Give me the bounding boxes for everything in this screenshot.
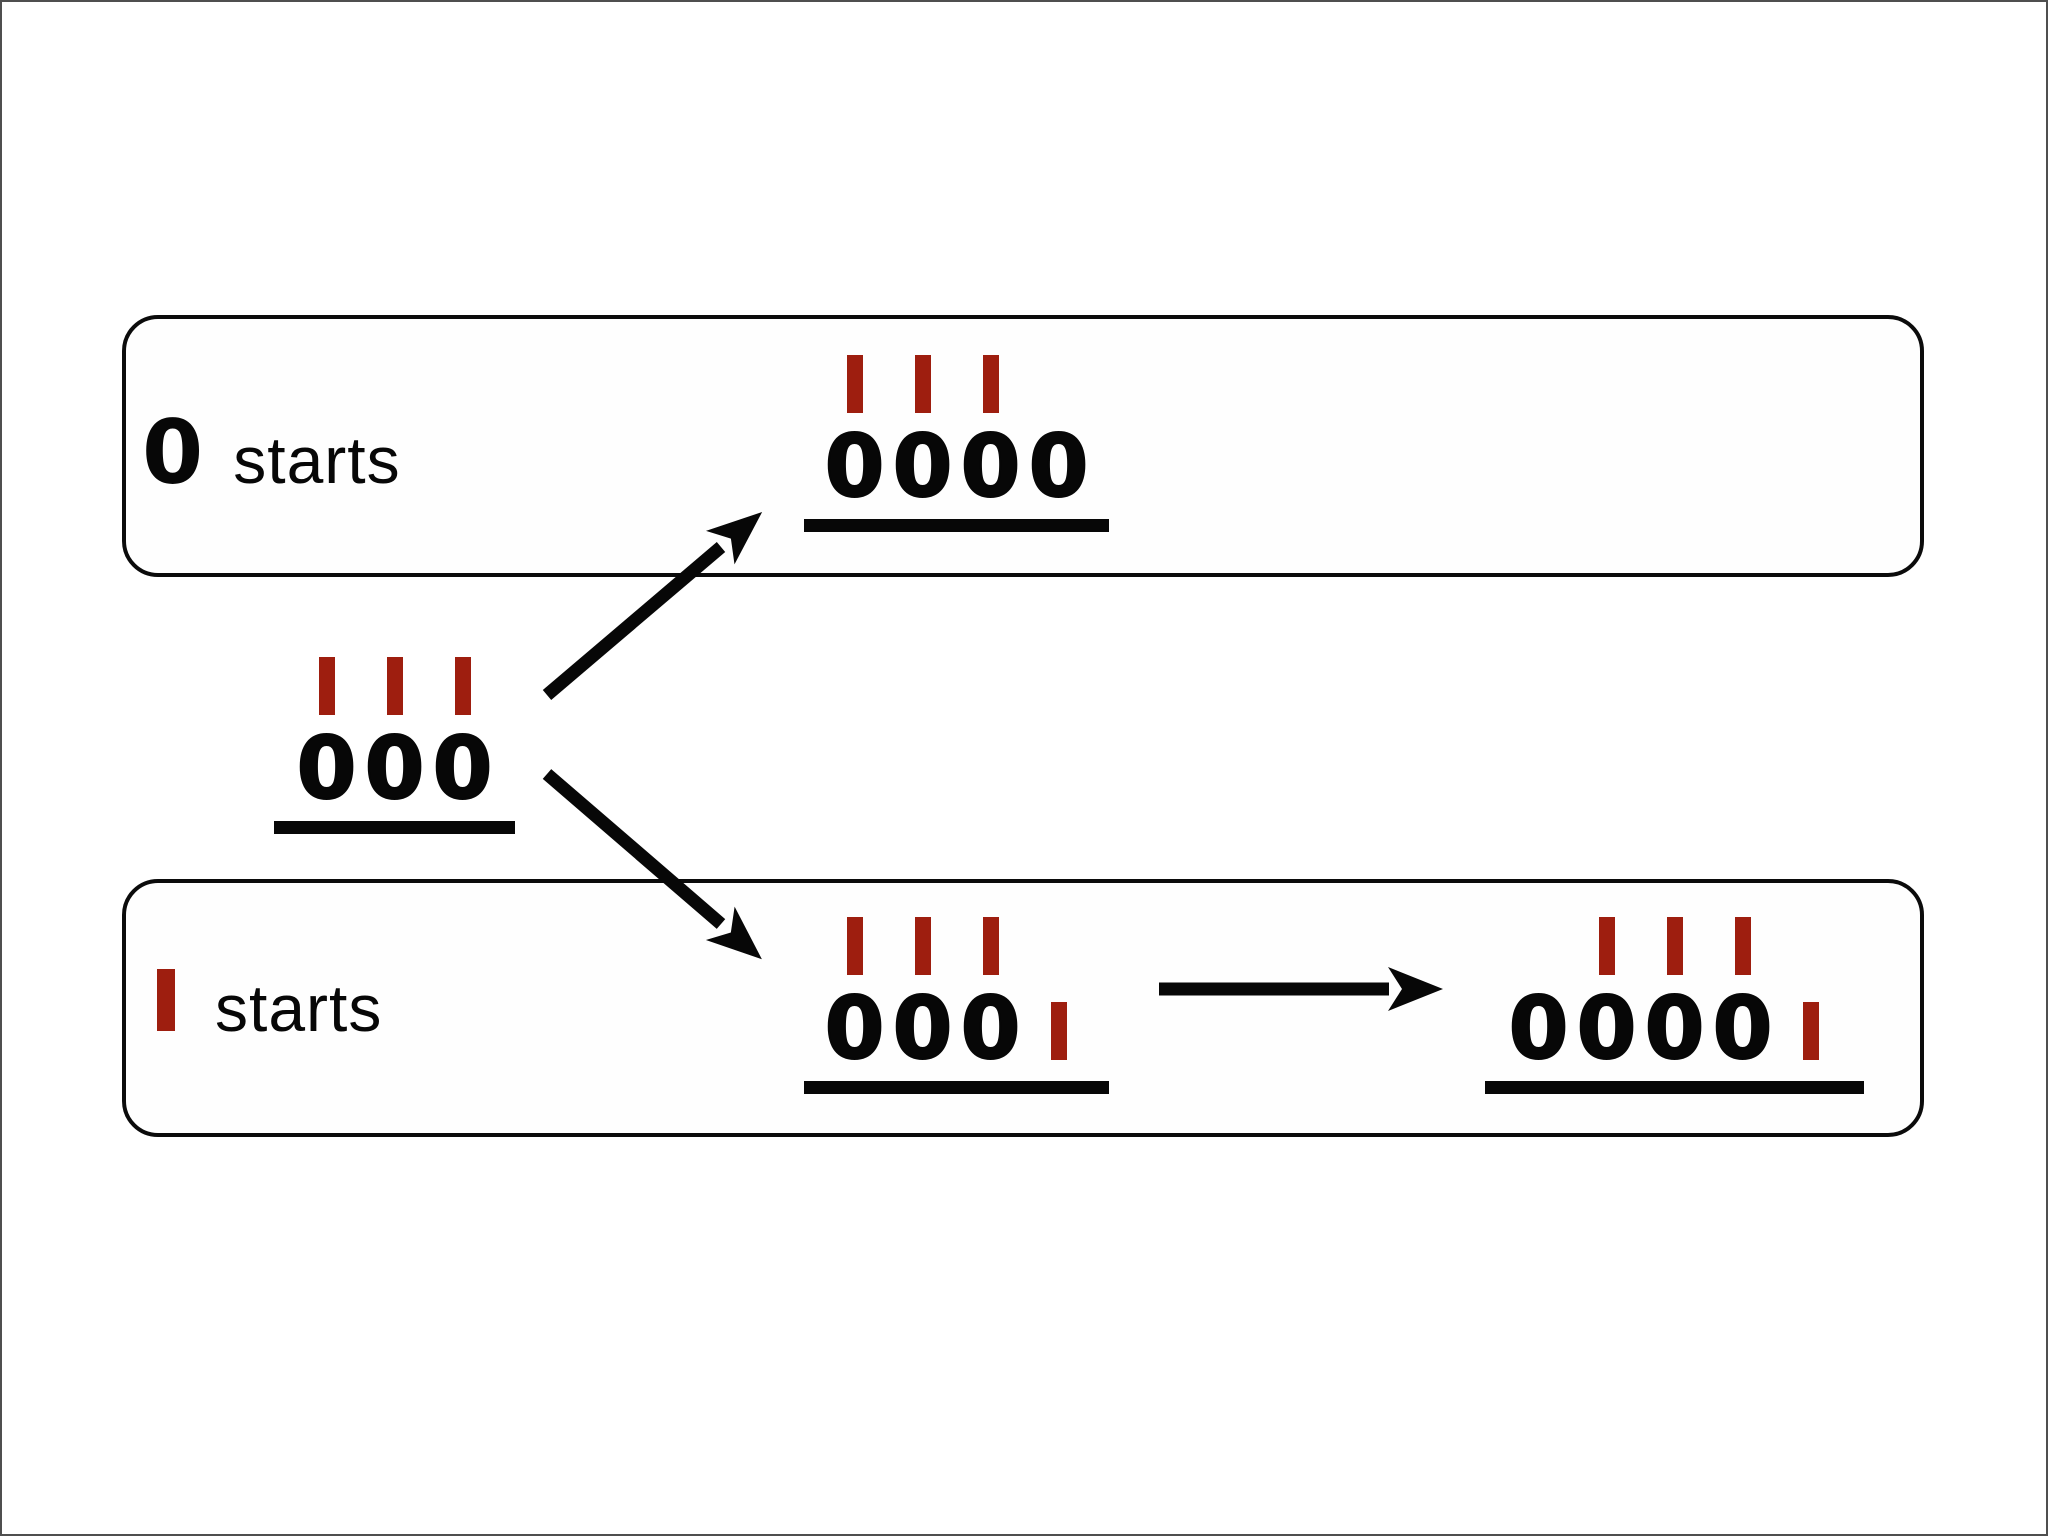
sequence-cell: 0 bbox=[293, 657, 361, 819]
tick-slot bbox=[846, 917, 863, 975]
zero-digit: 0 bbox=[1644, 979, 1706, 1079]
zero-digit: 0 bbox=[1576, 979, 1638, 1079]
sequence-cell: 0 bbox=[889, 355, 957, 517]
sequence-cell: 0 bbox=[1505, 917, 1573, 1079]
one-starts-label: starts bbox=[157, 969, 382, 1046]
zero-digit: 0 bbox=[824, 979, 886, 1079]
tick-slot bbox=[318, 657, 335, 715]
glyph-row: 0 bbox=[1508, 979, 1570, 1079]
sequence-underline bbox=[804, 1081, 1109, 1094]
zero-digit: 0 bbox=[824, 417, 886, 517]
glyph-row bbox=[1802, 998, 1819, 1060]
glyph-row: 0 bbox=[960, 979, 1022, 1079]
glyph-row: 0 bbox=[364, 719, 426, 819]
tally-mark-icon bbox=[1598, 917, 1615, 975]
tick-slot bbox=[914, 917, 931, 975]
tick-slot bbox=[982, 917, 999, 975]
tick-slot bbox=[914, 355, 931, 413]
one-mark-icon bbox=[1050, 1002, 1067, 1060]
glyph-row: 0 bbox=[824, 979, 886, 1079]
sequence-cell: 0 bbox=[957, 917, 1025, 1079]
starts-text: starts bbox=[215, 971, 383, 1045]
zero-digit: 0 bbox=[1508, 979, 1570, 1079]
one-mark-icon bbox=[157, 969, 175, 1031]
glyph-row: 0 bbox=[432, 719, 494, 819]
sequence-cell: 0 bbox=[957, 355, 1025, 517]
tally-mark-icon bbox=[318, 657, 335, 715]
tick-slot bbox=[982, 355, 999, 413]
tick-slot bbox=[386, 657, 403, 715]
sequence-cell bbox=[1025, 917, 1093, 1060]
glyph-row: 0 bbox=[1576, 979, 1638, 1079]
zero-digit: 0 bbox=[892, 979, 954, 1079]
glyph-row: 0 bbox=[1644, 979, 1706, 1079]
glyph-row: 0 bbox=[960, 417, 1022, 517]
glyph-row: 0 bbox=[892, 417, 954, 517]
sequence-cell: 0 bbox=[1709, 917, 1777, 1079]
tick-slot bbox=[1734, 917, 1751, 975]
tally-mark-icon bbox=[982, 917, 999, 975]
zero-digit: 0 bbox=[432, 719, 494, 819]
sequence-cell: 0 bbox=[1573, 917, 1641, 1079]
one-mark-icon bbox=[1802, 1002, 1819, 1060]
tick-slot bbox=[1666, 917, 1683, 975]
glyph-row: 0 bbox=[824, 417, 886, 517]
tally-mark-icon bbox=[454, 657, 471, 715]
sequence-cell: 0 bbox=[1641, 917, 1709, 1079]
zero-digit: 0 bbox=[296, 719, 358, 819]
glyph-row: 0 bbox=[1028, 417, 1090, 517]
sequence-cell bbox=[1777, 917, 1845, 1060]
zero-digit: 0 bbox=[364, 719, 426, 819]
sequence-cell: 0 bbox=[821, 917, 889, 1079]
tally-mark-icon bbox=[1666, 917, 1683, 975]
tally-mark-icon bbox=[914, 355, 931, 413]
sequence-cell: 0 bbox=[889, 917, 957, 1079]
sequence-cell: 0 bbox=[361, 657, 429, 819]
zero-digit: 0 bbox=[892, 417, 954, 517]
tally-mark-icon bbox=[914, 917, 931, 975]
tick-slot bbox=[846, 355, 863, 413]
tally-mark-icon bbox=[386, 657, 403, 715]
glyph-row: 0 bbox=[892, 979, 954, 1079]
one-starts-box bbox=[122, 879, 1924, 1137]
zero-digit: 0 bbox=[142, 401, 204, 504]
tally-mark-icon bbox=[846, 355, 863, 413]
sequence-cell: 0 bbox=[821, 355, 889, 517]
tally-mark-icon bbox=[982, 355, 999, 413]
zero-digit: 0 bbox=[1712, 979, 1774, 1079]
tick-slot bbox=[454, 657, 471, 715]
tick-slot bbox=[1598, 917, 1615, 975]
sequence-underline bbox=[274, 821, 515, 834]
tally-mark-icon bbox=[846, 917, 863, 975]
sequence-cell: 0 bbox=[1025, 355, 1093, 517]
glyph-row bbox=[1050, 998, 1067, 1060]
sequence-underline bbox=[1485, 1081, 1864, 1094]
sequence-underline bbox=[804, 519, 1109, 532]
zero-digit: 0 bbox=[1028, 417, 1090, 517]
zero-digit: 0 bbox=[960, 979, 1022, 1079]
tally-mark-icon bbox=[1734, 917, 1751, 975]
glyph-row: 0 bbox=[296, 719, 358, 819]
sequence-cell: 0 bbox=[429, 657, 497, 819]
glyph-row: 0 bbox=[1712, 979, 1774, 1079]
zero-digit: 0 bbox=[960, 417, 1022, 517]
zero-starts-box bbox=[122, 315, 1924, 577]
starts-text: starts bbox=[233, 423, 401, 497]
